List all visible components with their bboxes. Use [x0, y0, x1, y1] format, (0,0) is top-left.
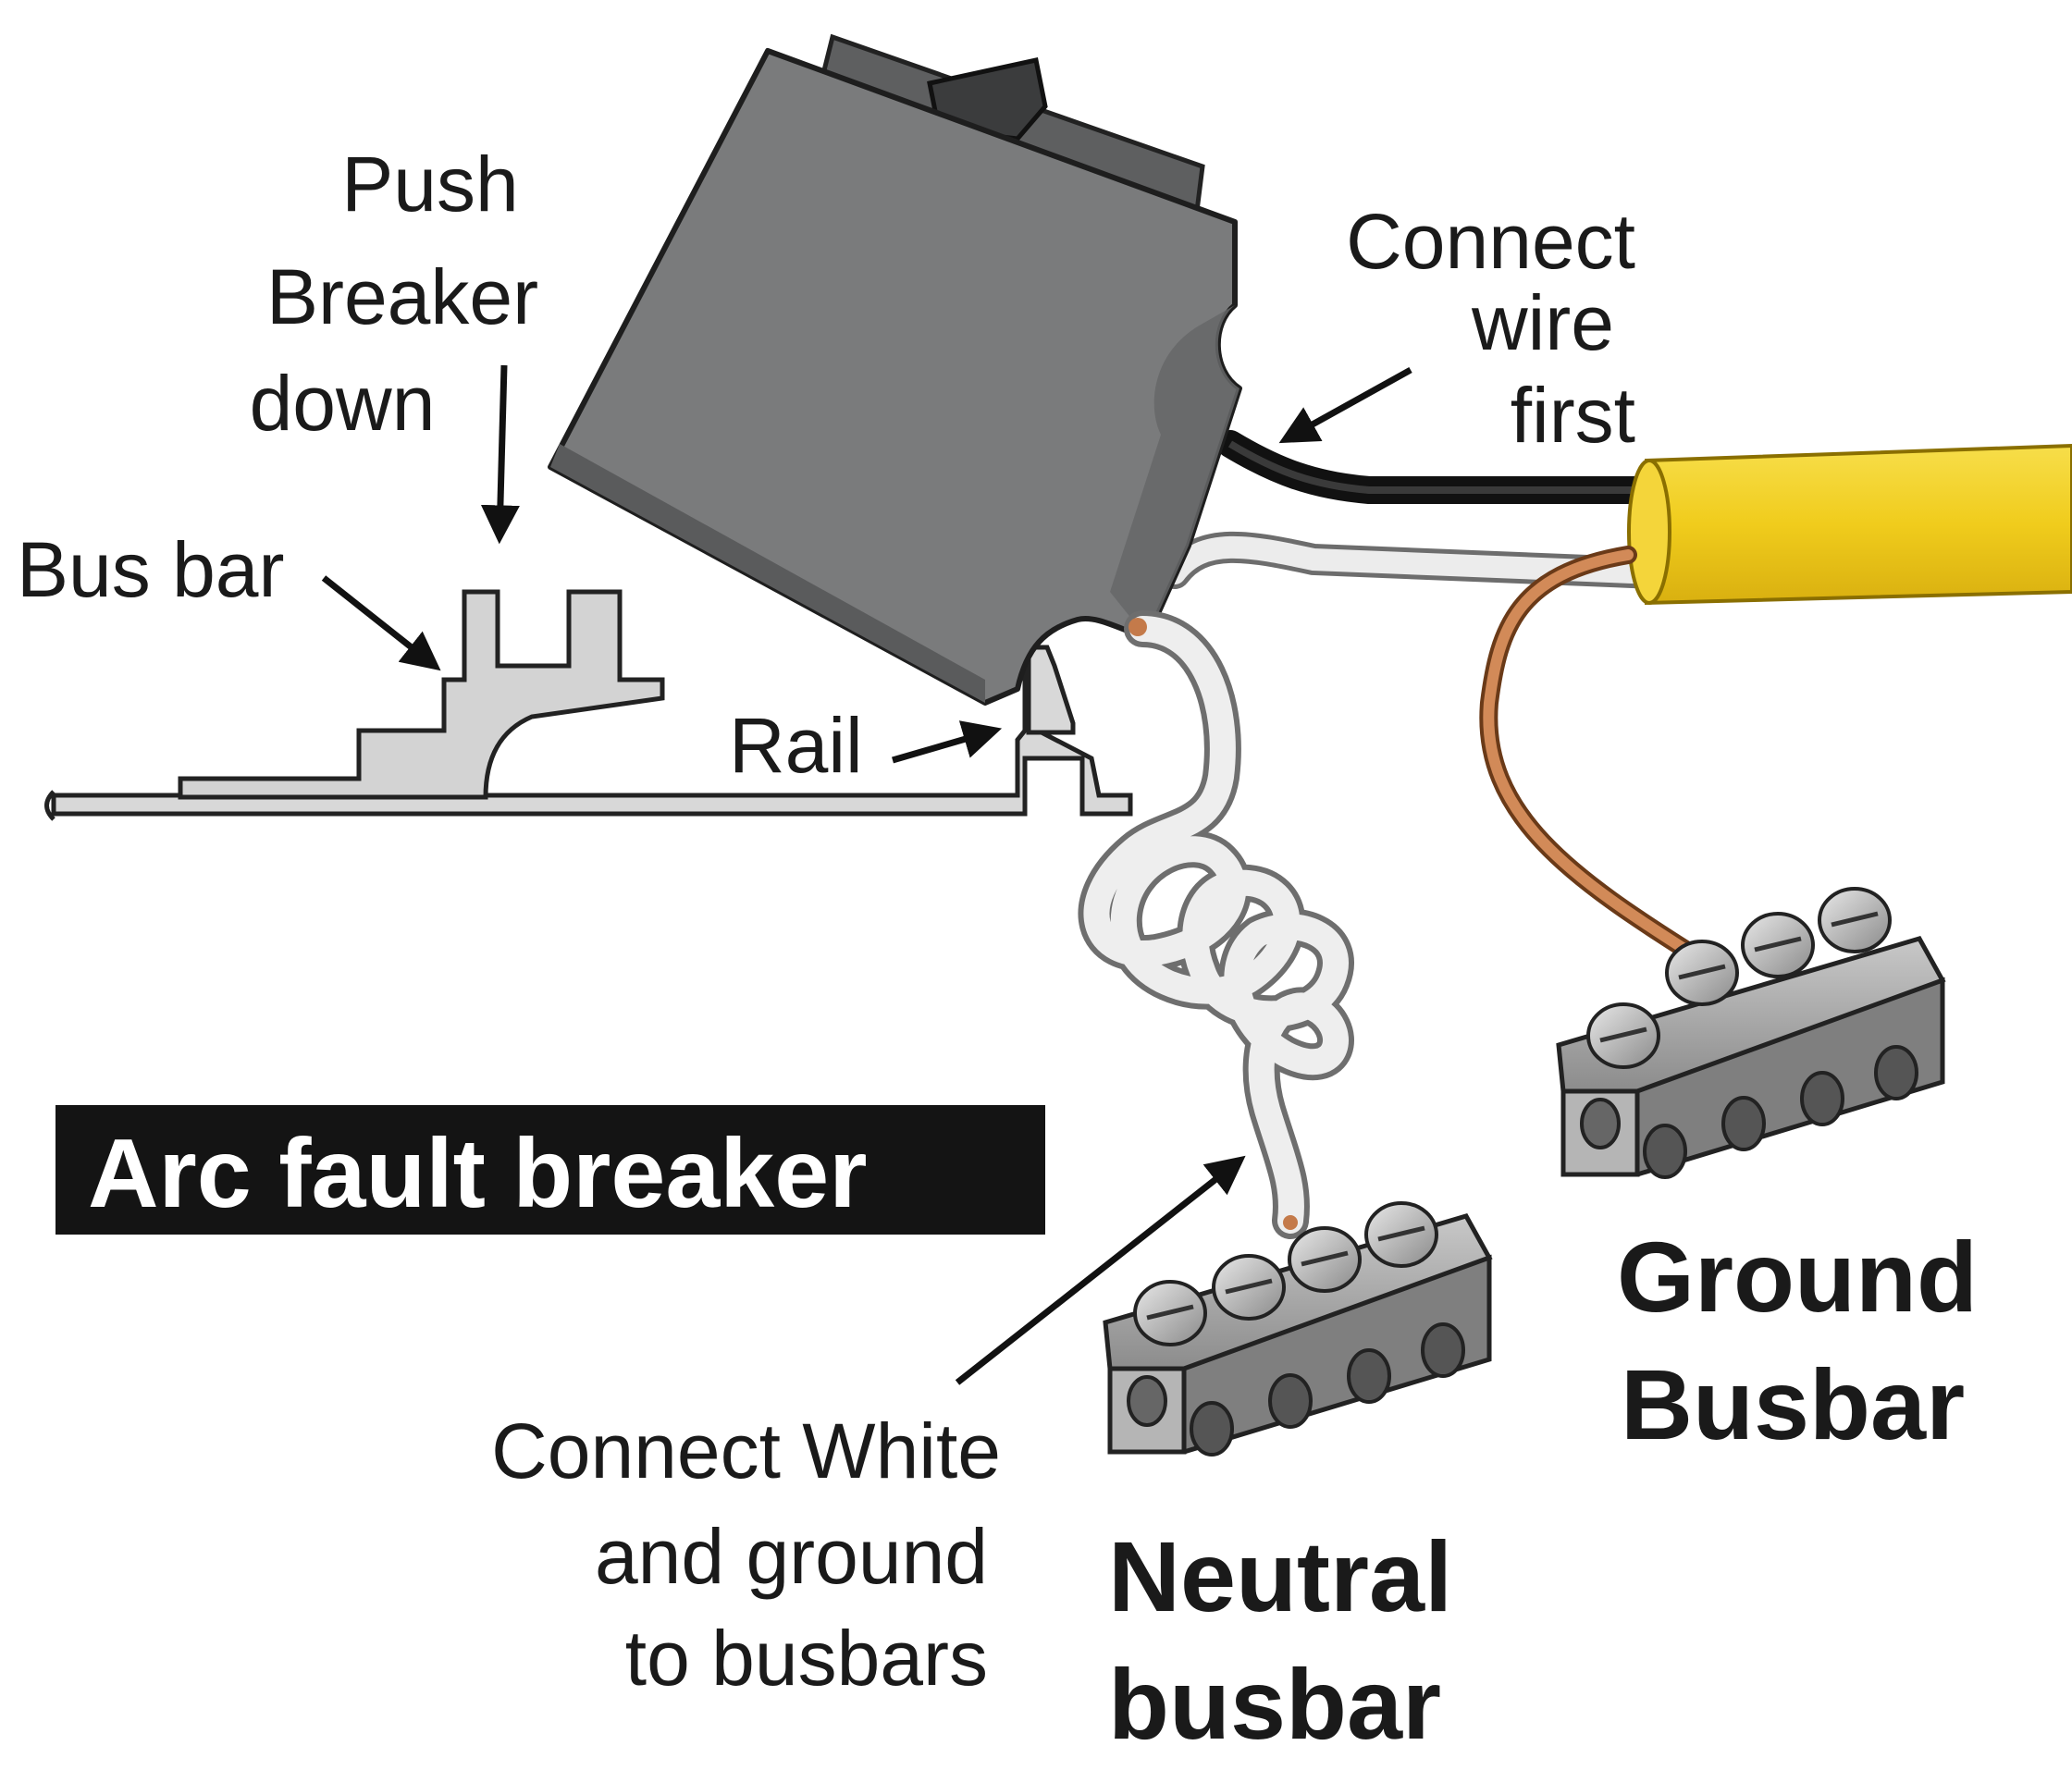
- ground-screw-4: [1818, 887, 1892, 953]
- ground-busbar-line1: Ground: [1617, 1221, 1978, 1333]
- push-label-line2: Breaker: [266, 253, 538, 340]
- connect-wire-line2: wire: [1471, 279, 1614, 366]
- ground-screw-3: [1741, 912, 1815, 978]
- bus-bar-shape: [178, 589, 665, 800]
- bus-bar-arrow: [321, 575, 441, 671]
- connect-white-line1: Connect White: [491, 1407, 1001, 1494]
- connect-wire-line3: first: [1511, 372, 1635, 459]
- neutral-screw-2: [1212, 1254, 1286, 1321]
- panel-rail: [44, 645, 1133, 821]
- connect-white-line3: to busbars: [625, 1615, 988, 1702]
- ground-busbar-line2: Busbar: [1621, 1348, 1965, 1460]
- neutral-busbar-line1: Neutral: [1108, 1520, 1452, 1632]
- ground-screw-2: [1665, 940, 1739, 1006]
- push-label-line1: Push: [341, 141, 518, 227]
- title-banner: Arc fault breaker: [56, 1105, 1045, 1235]
- neutral-busbar-line2: busbar: [1108, 1648, 1441, 1760]
- neutral-screw-4: [1364, 1201, 1438, 1268]
- ground-screw-1: [1586, 1002, 1660, 1069]
- connect-wire-arrow: [1278, 366, 1412, 444]
- connect-wire-line1: Connect: [1346, 198, 1635, 285]
- neutral-pigtail-coil: [1078, 610, 1354, 1239]
- bus-bar-label: Bus bar: [17, 526, 285, 613]
- breaker-body: [548, 33, 1242, 706]
- rail-hook: [1026, 645, 1076, 735]
- rail-arrow: [892, 720, 1003, 764]
- ground-terminal-block: [1556, 887, 1946, 1179]
- connect-white-line2: and ground: [595, 1513, 988, 1600]
- push-label-line3: down: [250, 360, 436, 447]
- diagram-title: Arc fault breaker: [88, 1119, 867, 1228]
- cable-jacket: [1627, 443, 2072, 606]
- neutral-screw-1: [1133, 1280, 1207, 1346]
- connect-white-arrow: [955, 1155, 1246, 1385]
- push-down-arrow: [480, 364, 520, 545]
- neutral-screw-3: [1288, 1226, 1362, 1293]
- rail-label: Rail: [729, 702, 863, 789]
- neutral-terminal-block: [1103, 1201, 1493, 1457]
